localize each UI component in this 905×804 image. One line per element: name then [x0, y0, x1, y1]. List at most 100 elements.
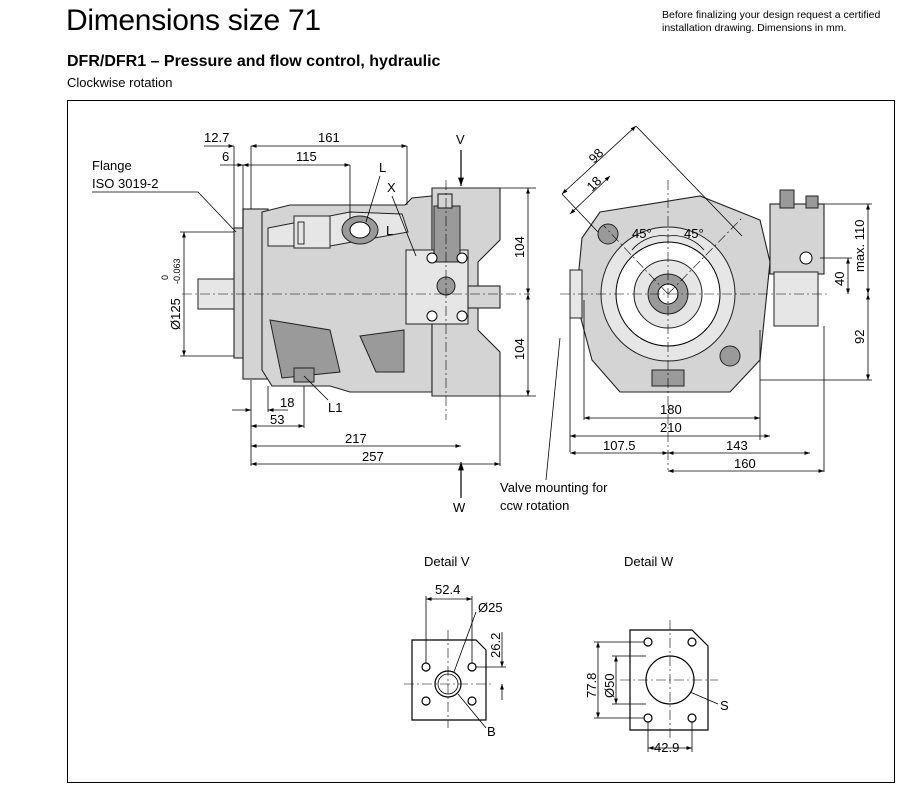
port-x-label: X — [387, 180, 396, 195]
dim-180: 180 — [660, 402, 682, 417]
valve-bolt-2 — [456, 252, 468, 264]
detail-w-s-leader — [689, 691, 719, 705]
header-note-line-1: Before finalizing your design request a … — [662, 9, 881, 21]
detail-w-outline — [629, 629, 709, 731]
port-l1-label: L1 — [328, 400, 342, 415]
detail-v-bolt-2 — [467, 662, 477, 672]
dim-210: 210 — [660, 420, 682, 435]
detail-v-dim-26-2: 26.2 — [488, 633, 503, 658]
dim-d125-tol-lower: -0.063 — [172, 258, 182, 284]
dim-217: 217 — [345, 431, 367, 446]
dim-107-5: 107.5 — [603, 438, 636, 453]
detail-w-bolt-2 — [687, 637, 697, 647]
section-subtitle: DFR/DFR1 – Pressure and flow control, hy… — [67, 53, 441, 70]
front-valve-cap-1 — [779, 189, 795, 209]
detail-v-port-b: B — [487, 724, 496, 739]
port-l-body-label: L — [386, 223, 393, 238]
front-valve-cap-2 — [805, 195, 819, 209]
dim-d125-tol-upper: 0 — [160, 275, 170, 280]
dim-104-bottom: 104 — [512, 338, 527, 360]
front-valve-body — [769, 203, 825, 275]
angle-45-left: 45° — [632, 226, 652, 241]
angle-arc-left — [631, 235, 669, 251]
front-valve-lower — [773, 271, 819, 327]
front-diag-centerline-1 — [603, 225, 669, 295]
view-v-label: V — [456, 132, 465, 147]
valve-cap — [437, 193, 453, 209]
valve-note-leader — [545, 337, 561, 481]
detail-w-dim-d50: Ø50 — [602, 673, 617, 698]
detail-w-dim-42-9: 42.9 — [654, 740, 679, 755]
mounting-flange — [233, 227, 244, 359]
ext-line-98-left — [561, 193, 599, 233]
page-title: Dimensions size 71 — [66, 4, 321, 37]
detail-v: Detail V 52.4 Ø25 26.2 B — [404, 554, 506, 739]
detail-w: Detail W 77.8 Ø50 42.9 S — [584, 554, 729, 755]
dim-18-front: 18 — [584, 173, 605, 194]
detail-w-port-s: S — [720, 698, 729, 713]
angle-arc-right — [667, 235, 705, 251]
detail-v-bolt-1 — [421, 662, 431, 672]
flange-bolt-hole-1 — [597, 223, 619, 245]
port-l-leader — [365, 175, 381, 223]
view-w-label: W — [453, 500, 466, 515]
side-view: 12.7 161 6 115 Flange ISO 3019-2 L X L L… — [92, 130, 536, 515]
detail-v-d25-leader — [453, 611, 477, 673]
detail-v-b-leader — [457, 693, 487, 729]
ext-line-98-right — [635, 125, 743, 237]
port-l1-leader — [303, 375, 329, 401]
detail-w-bolt-4 — [687, 713, 697, 723]
detail-w-dim-77-8: 77.8 — [584, 673, 599, 698]
housing-facet-shadow — [269, 319, 341, 379]
name-plate — [293, 215, 331, 249]
front-valve-port — [799, 251, 813, 265]
dim-d125: Ø125 — [168, 298, 183, 330]
dim-104-top: 104 — [512, 236, 527, 258]
dim-257: 257 — [362, 449, 384, 464]
header-note: Before finalizing your design request a … — [662, 9, 902, 35]
valve-note-line-1: Valve mounting for — [500, 480, 608, 495]
detail-v-dim-52-4: 52.4 — [435, 582, 460, 597]
dim-161: 161 — [318, 130, 340, 145]
detail-v-bolt-4 — [467, 696, 477, 706]
detail-v-outline — [411, 639, 487, 721]
port-l1-boss — [293, 367, 315, 383]
dim-6: 6 — [222, 149, 229, 164]
drawing-frame — [67, 100, 895, 783]
detail-w-title: Detail W — [624, 554, 674, 569]
detail-w-bolt-1 — [643, 637, 653, 647]
control-valve-upper — [433, 205, 461, 263]
dim-143: 143 — [726, 438, 748, 453]
housing-facet-shadow-2 — [359, 329, 405, 373]
dim-max-110: max. 110 — [852, 219, 867, 272]
port-x-fitting — [467, 285, 501, 309]
flange-leader — [92, 191, 237, 233]
dim-115: 115 — [296, 149, 317, 164]
detail-v-dim-d25: Ø25 — [478, 600, 503, 615]
detail-w-bolt-3 — [643, 713, 653, 723]
dim-40: 40 — [832, 272, 847, 286]
flange-label-1: Flange — [92, 158, 132, 173]
front-view: 98 18 45° 45° max. 110 40 92 180 210 107… — [500, 125, 872, 513]
valve-bolt-1 — [426, 252, 438, 264]
valve-bolt-4 — [456, 310, 468, 322]
valve-note-line-2: ccw rotation — [500, 498, 569, 513]
dim-53: 53 — [270, 412, 284, 427]
port-l-opening — [349, 221, 371, 239]
dim-92: 92 — [852, 330, 867, 344]
dim-160: 160 — [734, 456, 756, 471]
dim-98: 98 — [586, 145, 607, 166]
detail-v-bolt-3 — [421, 696, 431, 706]
angle-45-right: 45° — [684, 226, 704, 241]
flange-label-2: ISO 3019-2 — [92, 176, 159, 191]
dim-line-18-front — [569, 175, 611, 215]
rotation-label: Clockwise rotation — [67, 75, 173, 90]
flange-bolt-hole-2 — [719, 345, 741, 367]
detail-v-title: Detail V — [424, 554, 470, 569]
port-l-label: L — [379, 160, 386, 175]
header-note-line-2: installation drawing. Dimensions in mm. — [662, 22, 847, 34]
name-plate-detail — [297, 221, 305, 245]
dim-18: 18 — [280, 395, 294, 410]
valve-bolt-3 — [426, 310, 438, 322]
